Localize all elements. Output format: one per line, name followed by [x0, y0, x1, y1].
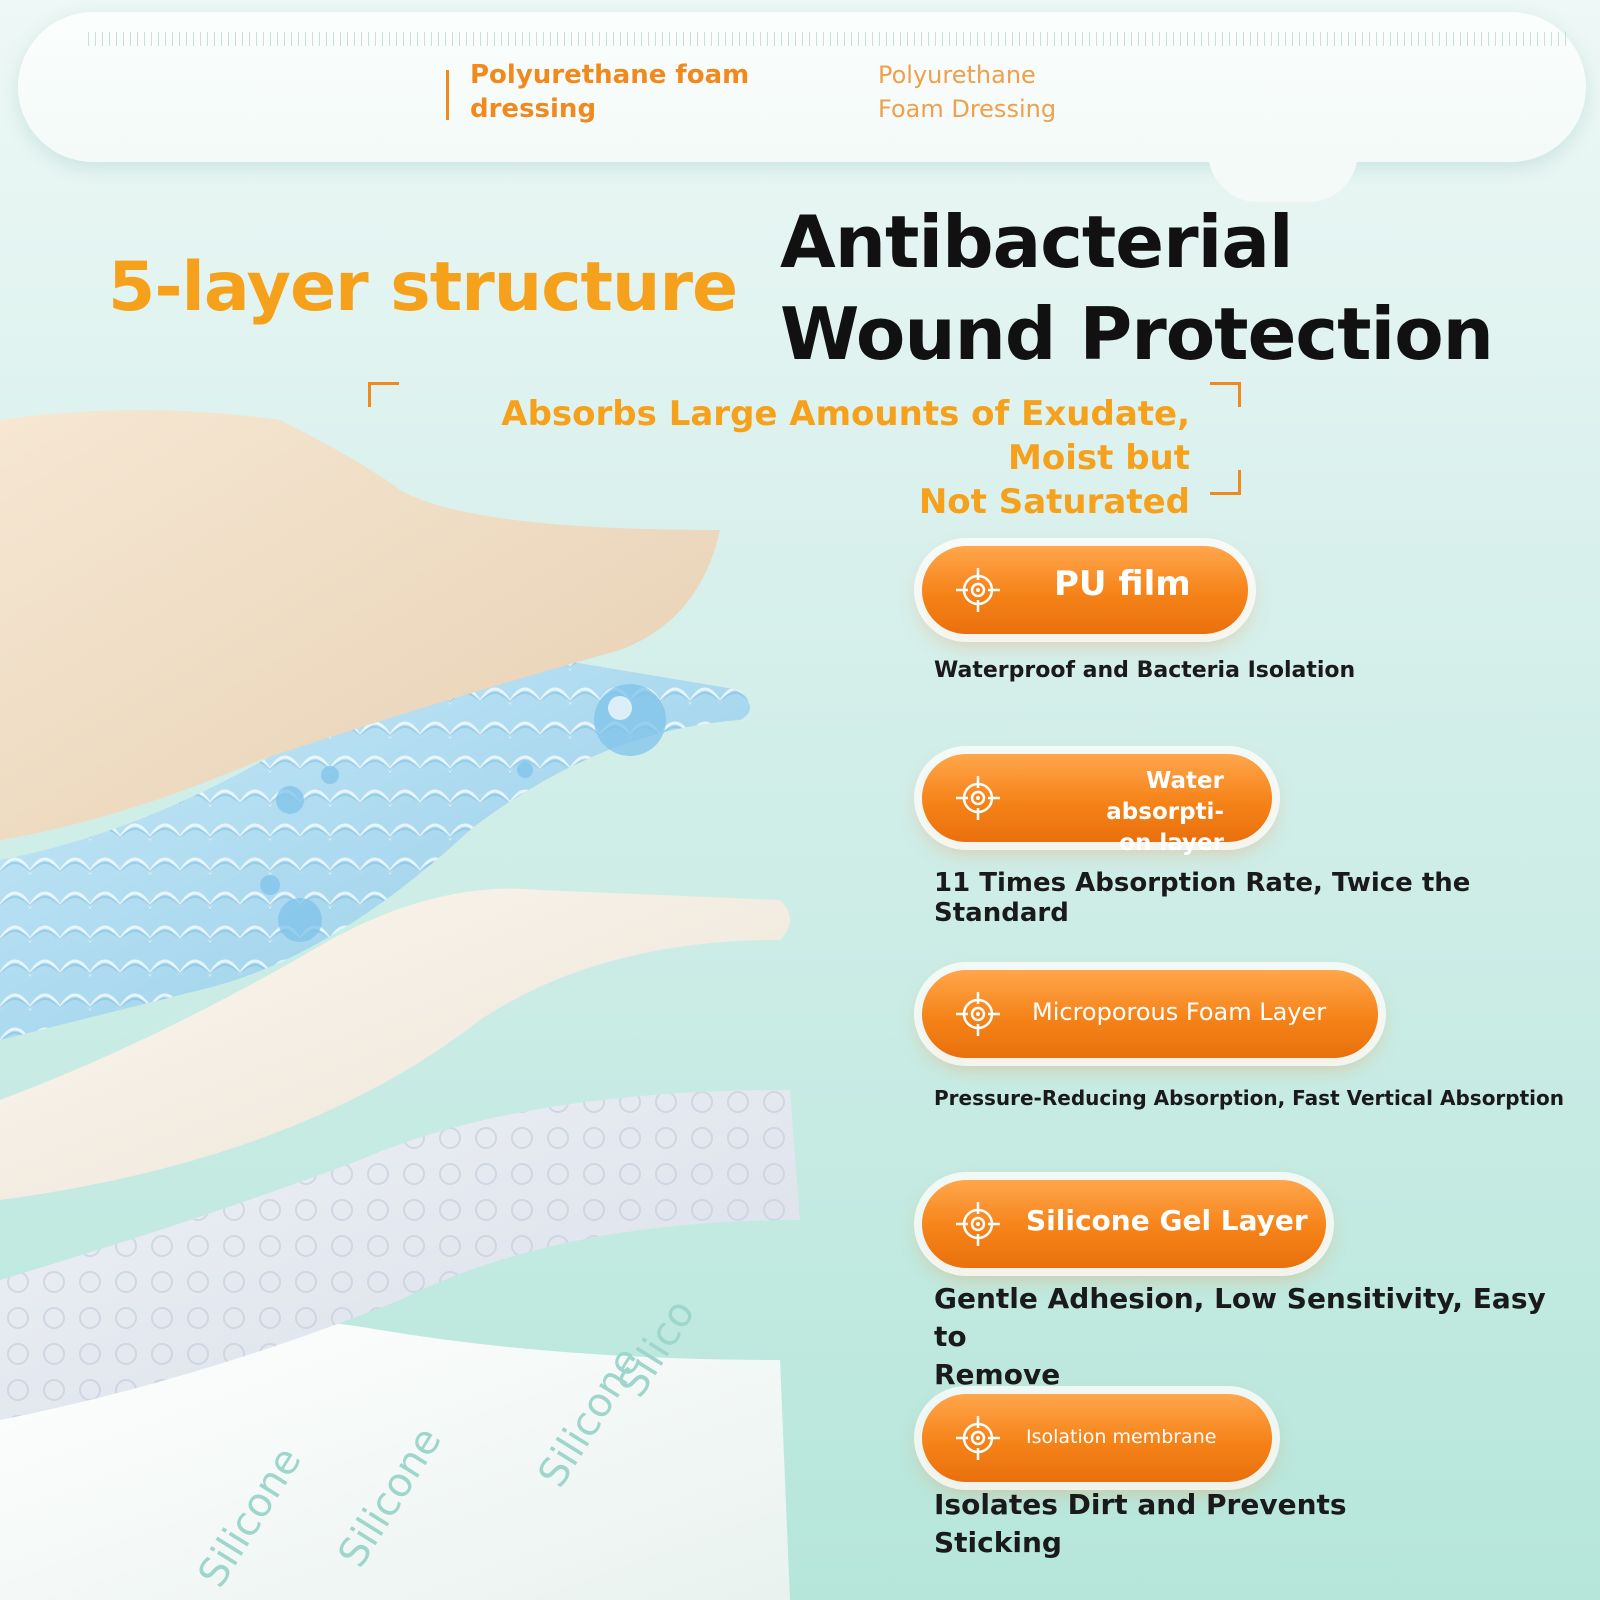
water-droplet — [276, 786, 304, 814]
layer-label: Silicone Gel Layer — [1026, 1204, 1308, 1237]
water-droplet — [594, 684, 666, 756]
headline-orange: 5-layer structure — [108, 248, 738, 327]
subheadline: Absorbs Large Amounts of Exudate, Moist … — [390, 392, 1190, 524]
brand-divider — [446, 70, 449, 120]
layer-description-line1: Isolates Dirt and Prevents — [934, 1488, 1347, 1521]
subheadline-line2: Not Saturated — [918, 482, 1190, 522]
headline-black: Antibacterial Wound Protection — [780, 196, 1494, 380]
water-droplet — [260, 875, 280, 895]
headline-black-line1: Antibacterial — [780, 200, 1294, 284]
brand-name-en-line2: Foam Dressing — [878, 95, 1057, 123]
layer-absorption-badge: Water absorpti- on layer — [922, 754, 1272, 856]
pu-film-layer-shape — [0, 410, 720, 840]
layer-pu-film-badge: PU film — [922, 546, 1248, 634]
brand-name: Polyurethane foam dressing — [470, 60, 750, 124]
layer-label-line1: Water absorpti- — [1106, 768, 1224, 825]
layer-description-line2: Remove — [934, 1358, 1061, 1391]
target-icon — [956, 1202, 1000, 1246]
layer-description: 11 Times Absorption Rate, Twice the Stan… — [934, 868, 1471, 928]
layer-label: Water absorpti- on layer — [1024, 766, 1224, 859]
layer-description: Isolates Dirt and Prevents Sticking — [934, 1486, 1574, 1562]
layer-description: Gentle Adhesion, Low Sensitivity, Easy t… — [934, 1280, 1574, 1394]
header-banner — [18, 12, 1586, 202]
isolation-layer-shape: Silicone Silicone Silicone Silico — [0, 1292, 790, 1600]
target-icon — [956, 776, 1000, 820]
layer-description-line1: Gentle Adhesion, Low Sensitivity, Easy t… — [934, 1282, 1546, 1353]
corner-bracket — [1210, 382, 1241, 407]
subheadline-line1: Absorbs Large Amounts of Exudate, Moist … — [501, 394, 1190, 478]
target-icon — [956, 568, 1000, 612]
layer-description-line2: Sticking — [934, 1526, 1062, 1559]
layer-isolation-badge: Isolation membrane — [922, 1394, 1272, 1482]
corner-bracket — [368, 382, 399, 407]
headline-black-line2: Wound Protection — [780, 292, 1494, 376]
layer-description: Pressure-Reducing Absorption, Fast Verti… — [934, 1086, 1565, 1110]
layer-label-line2: on layer — [1119, 830, 1224, 856]
brand-name-en-line1: Polyurethane — [878, 61, 1036, 89]
target-icon — [956, 1416, 1000, 1460]
target-icon — [956, 992, 1000, 1036]
water-droplet — [517, 762, 533, 778]
layer-label: PU film — [1054, 564, 1191, 604]
layer-label: Microporous Foam Layer — [1032, 998, 1327, 1026]
layer-foam-badge: Microporous Foam Layer — [922, 970, 1378, 1058]
brand-name-en: Polyurethane Foam Dressing — [878, 58, 1098, 126]
foam-layer-shape — [0, 888, 790, 1200]
layered-dressing-illustration: Silicone Silicone Silicone Silico — [0, 410, 800, 1600]
water-droplet — [278, 898, 322, 942]
layer-description: Waterproof and Bacteria Isolation — [934, 658, 1356, 683]
corner-bracket — [1210, 470, 1241, 495]
water-droplet — [321, 766, 339, 784]
ruler-decoration — [88, 32, 1568, 46]
layer-silicone-gel-badge: Silicone Gel Layer — [922, 1180, 1326, 1268]
layer-label: Isolation membrane — [1026, 1426, 1217, 1448]
